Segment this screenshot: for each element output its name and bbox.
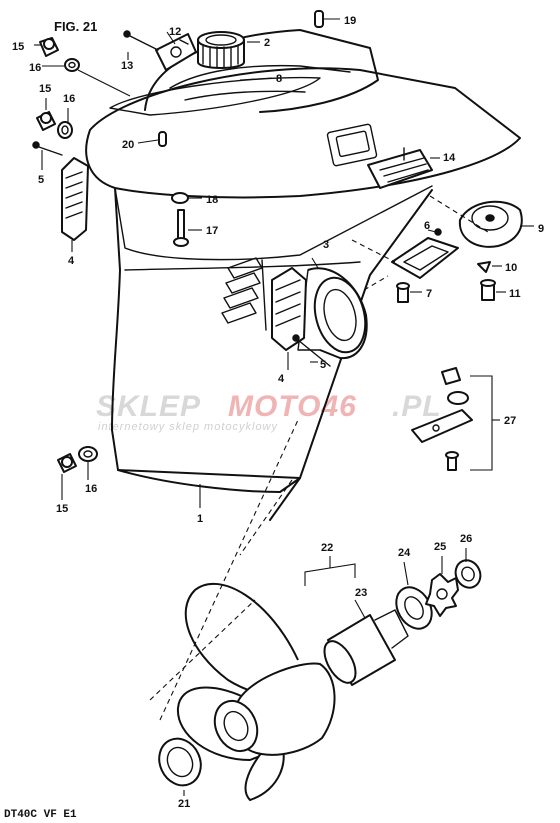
callout-10: 10 [505, 262, 517, 274]
callout-23: 23 [355, 587, 367, 599]
callout-5b: 5 [320, 359, 326, 371]
callout-labels: 1 2 3 4 4 5 5 6 7 8 9 10 11 12 13 14 15 … [12, 15, 544, 810]
anode-9 [458, 200, 523, 248]
callout-11: 11 [509, 288, 521, 300]
propeller-nut-26 [454, 559, 482, 589]
callout-19: 19 [344, 15, 356, 27]
bearing-housing [197, 31, 245, 69]
callout-20: 20 [122, 139, 134, 151]
water-intake-grille-lower [271, 267, 307, 351]
drain-plug-lower [57, 446, 98, 473]
bolt-7 [396, 282, 410, 303]
star-washer-25 [425, 573, 459, 617]
callout-15c: 15 [56, 503, 68, 515]
washer-10 [477, 261, 491, 273]
thrust-ring-21 [158, 737, 202, 787]
leader-lines [34, 18, 534, 796]
callout-3: 3 [323, 239, 329, 251]
callout-21: 21 [178, 798, 190, 810]
anode-assembly-27 [411, 367, 473, 471]
callout-16b: 16 [63, 93, 75, 105]
callout-9: 9 [538, 223, 544, 235]
dowel-pin-20 [158, 131, 167, 147]
callout-6: 6 [424, 220, 430, 232]
gearcase-housing [85, 29, 521, 521]
water-intake-grille-upper [61, 157, 89, 241]
trim-tab-6 [391, 228, 459, 279]
callout-24: 24 [398, 547, 411, 559]
diagram-code: DT40C VF E1 [4, 809, 77, 821]
callout-8: 8 [276, 73, 282, 85]
callout-26: 26 [460, 533, 472, 545]
callout-4b: 4 [278, 373, 285, 385]
watermark-text-3: .PL [392, 390, 442, 423]
callout-14: 14 [443, 152, 456, 164]
callout-2: 2 [264, 37, 270, 49]
watermark-text-2: MOTO46 [228, 390, 357, 423]
watermark-subtitle: internetowy sklep motocyklowy [98, 421, 279, 433]
screw-5-lower [292, 334, 331, 367]
dowel-pin-19 [314, 10, 324, 28]
bolt-11 [480, 279, 496, 301]
callout-27: 27 [504, 415, 516, 427]
callout-12: 12 [169, 26, 181, 38]
gasket [109, 76, 321, 116]
bolt-17 [173, 209, 189, 247]
side-plate [155, 33, 197, 71]
screw-13 [123, 30, 159, 51]
callout-7: 7 [426, 288, 432, 300]
callout-16a: 16 [29, 62, 41, 74]
callout-15b: 15 [39, 83, 51, 95]
callout-22: 22 [321, 542, 333, 554]
watermark: SKLEP MOTO46 .PL internetowy sklep motoc… [96, 390, 442, 433]
bearing-carrier-3 [297, 267, 368, 360]
cover-14 [367, 147, 433, 189]
callout-25: 25 [434, 541, 446, 553]
callout-15a: 15 [12, 41, 24, 53]
propeller [176, 582, 336, 801]
screw-5-upper [32, 141, 63, 156]
drain-plug-middle [36, 111, 73, 139]
callout-16c: 16 [85, 483, 97, 495]
spacer-23 [323, 609, 409, 686]
callout-5a: 5 [38, 174, 44, 186]
callout-13: 13 [121, 60, 133, 72]
callout-18: 18 [206, 194, 218, 206]
drain-plug-upper [39, 37, 80, 72]
callout-1: 1 [197, 513, 203, 525]
figure-title: FIG. 21 [54, 19, 97, 34]
callout-17: 17 [206, 225, 218, 237]
nut-18 [171, 192, 189, 204]
callout-4a: 4 [68, 255, 75, 267]
